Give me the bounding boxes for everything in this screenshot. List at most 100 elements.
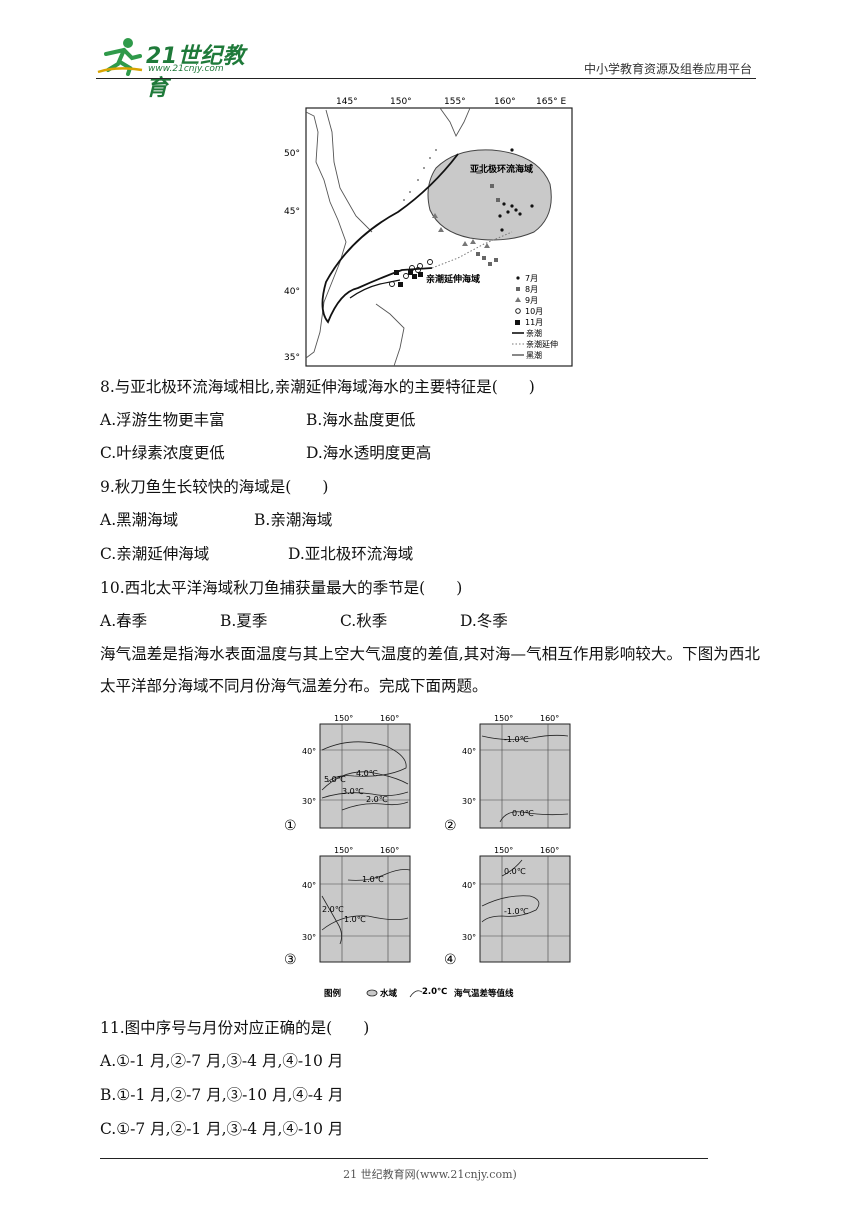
- lon-label: 165° E: [536, 97, 567, 107]
- sea-air-temperature-difference-maps: 150° 160° 40° 30° 4.0℃ 5.0℃ 3.0℃ 2.0℃ ① …: [282, 710, 582, 1010]
- legend-iso-text: 海气温差等值线: [454, 988, 514, 999]
- panel-number: ②: [444, 818, 457, 834]
- material-intro: 海气温差是指海水表面温度与其上空大气温度的差值,其对海—气相互作用影响较大。下图…: [100, 645, 760, 695]
- coastline: [325, 109, 373, 233]
- panel-number: ④: [444, 952, 457, 968]
- site-logo[interactable]: 21世纪教育 www.21cnjy.com: [96, 36, 256, 101]
- lat-label: 35°: [284, 353, 300, 363]
- isoline-label: 2.0℃: [322, 905, 344, 914]
- question-9-option-a[interactable]: A.黑潮海域: [100, 511, 179, 529]
- question-8-option-b[interactable]: B.海水盐度更低: [306, 411, 416, 429]
- isoline-label: 0.0℃: [512, 809, 534, 818]
- question-10-option-c[interactable]: C.秋季: [340, 612, 388, 630]
- question-11-option-b[interactable]: B.①-1 月,②-7 月,③-10 月,④-4 月: [100, 1086, 344, 1104]
- coastline: [375, 303, 405, 367]
- isoline-label: 2.0℃: [366, 795, 388, 804]
- panel-3: 150° 160° 40° 30° 1.0℃ 2.0℃ 1.0℃ ③: [284, 846, 411, 968]
- legend-item: 7月: [525, 274, 538, 283]
- oyashio-current-line: [321, 153, 459, 324]
- lon-label: 160°: [540, 846, 559, 855]
- question-10-option-a[interactable]: A.春季: [100, 612, 148, 630]
- question-9-stem: 9.秋刀鱼生长较快的海域是( ): [100, 478, 329, 496]
- platform-name: 中小学教育资源及组卷应用平台: [583, 62, 752, 76]
- legend-item: 9月: [525, 296, 538, 305]
- region-label: 亚北极环流海域: [470, 163, 533, 175]
- lon-label: 160°: [380, 846, 399, 855]
- kuroshio-current-line: [349, 279, 401, 299]
- question-10-option-b[interactable]: B.夏季: [220, 612, 268, 630]
- question-11-option-c[interactable]: C.①-7 月,②-1 月,③-4 月,④-10 月: [100, 1120, 344, 1138]
- isoline-label: 1.0℃: [344, 915, 366, 924]
- header-divider: [96, 78, 756, 79]
- lat-label: 30°: [302, 933, 316, 942]
- logo-url-text: www.21cnjy.com: [148, 64, 224, 74]
- question-10-stem: 10.西北太平洋海域秋刀鱼捕获量最大的季节是( ): [100, 579, 463, 597]
- lon-label: 150°: [334, 846, 353, 855]
- legend-item: 10月: [525, 307, 543, 316]
- isoline-label: -1.0℃: [504, 907, 529, 916]
- lon-label: 160°: [494, 97, 516, 107]
- runner-logo-icon: [97, 38, 143, 76]
- lat-label: 40°: [284, 287, 300, 297]
- isoline-label: 1.0℃: [362, 875, 384, 884]
- legend-iso-value: 2.0℃: [422, 987, 447, 997]
- coastline: [305, 111, 347, 359]
- panel-2: 150° 160° 40° 30° -1.0℃ 0.0℃ ②: [444, 714, 571, 834]
- question-8-option-a[interactable]: A.浮游生物更丰富: [100, 411, 225, 429]
- question-10-option-d[interactable]: D.冬季: [460, 612, 508, 630]
- lat-label: 30°: [462, 797, 476, 806]
- lat-label: 45°: [284, 207, 300, 217]
- isoline-label: 5.0℃: [324, 775, 346, 784]
- region-label: 亲潮延伸海域: [426, 273, 480, 285]
- lat-label: 40°: [462, 747, 476, 756]
- pacific-saury-distribution-map: 145° 150° 155° 160° 165° E 50° 45° 40° 3…: [280, 92, 576, 368]
- question-11-stem: 11.图中序号与月份对应正确的是( ): [100, 1019, 370, 1037]
- legend-item: 亲潮延伸: [526, 339, 558, 349]
- question-11-option-a[interactable]: A.①-1 月,②-7 月,③-4 月,④-10 月: [100, 1052, 344, 1070]
- oyashio-extension-line: [431, 231, 513, 269]
- logo-main-text: 21世纪教育: [146, 44, 246, 101]
- panel-number: ③: [284, 952, 297, 968]
- water-area-icon: [366, 989, 378, 997]
- subarctic-gyre-region: [427, 149, 552, 241]
- isoline-icon: [409, 990, 423, 998]
- legend-item: 11月: [525, 318, 543, 327]
- isoline-label: 0.0℃: [504, 867, 526, 876]
- question-8-option-d[interactable]: D.海水透明度更高: [306, 444, 432, 462]
- footer-divider: [100, 1158, 708, 1159]
- question-9-option-c[interactable]: C.亲潮延伸海域: [100, 545, 210, 563]
- legend-item: 8月: [525, 285, 538, 294]
- lat-label: 50°: [284, 149, 300, 159]
- isoline-label: 3.0℃: [342, 787, 364, 796]
- legend-item: 亲潮: [526, 328, 542, 338]
- lat-label: 30°: [462, 933, 476, 942]
- lon-label: 150°: [494, 714, 513, 723]
- question-9-option-d[interactable]: D.亚北极环流海域: [288, 545, 414, 563]
- question-8-option-c[interactable]: C.叶绿素浓度更低: [100, 444, 225, 462]
- lon-label: 150°: [334, 714, 353, 723]
- isoline-label: 4.0℃: [356, 769, 378, 778]
- lat-label: 40°: [302, 747, 316, 756]
- question-8-stem: 8.与亚北极环流海域相比,亲潮延伸海域海水的主要特征是( ): [100, 378, 535, 396]
- lon-label: 145°: [336, 97, 358, 107]
- lon-label: 160°: [380, 714, 399, 723]
- question-9-option-b[interactable]: B.亲潮海域: [254, 511, 333, 529]
- lat-label: 30°: [302, 797, 316, 806]
- page-header: 21世纪教育 www.21cnjy.com 中小学教育资源及组卷应用平台: [96, 36, 756, 101]
- lat-label: 40°: [302, 881, 316, 890]
- lon-label: 150°: [390, 97, 412, 107]
- legend-item: 黑潮: [526, 350, 542, 360]
- panel-number: ①: [284, 818, 297, 834]
- coastline: [439, 107, 471, 138]
- lon-label: 155°: [444, 97, 466, 107]
- panel-4: 150° 160° 40° 30° 0.0℃ -1.0℃ ④: [444, 846, 571, 968]
- map-legend: 图例 水域 2.0℃ 海气温差等值线: [324, 987, 514, 999]
- isoline-label: -1.0℃: [504, 735, 529, 744]
- legend-water: 水域: [379, 988, 398, 999]
- legend-title: 图例: [324, 988, 342, 999]
- lon-label: 160°: [540, 714, 559, 723]
- page-footer[interactable]: 21 世纪教育网(www.21cnjy.com): [343, 1168, 517, 1181]
- lon-label: 150°: [494, 846, 513, 855]
- lat-label: 40°: [462, 881, 476, 890]
- panel-1: 150° 160° 40° 30° 4.0℃ 5.0℃ 3.0℃ 2.0℃ ①: [284, 714, 411, 834]
